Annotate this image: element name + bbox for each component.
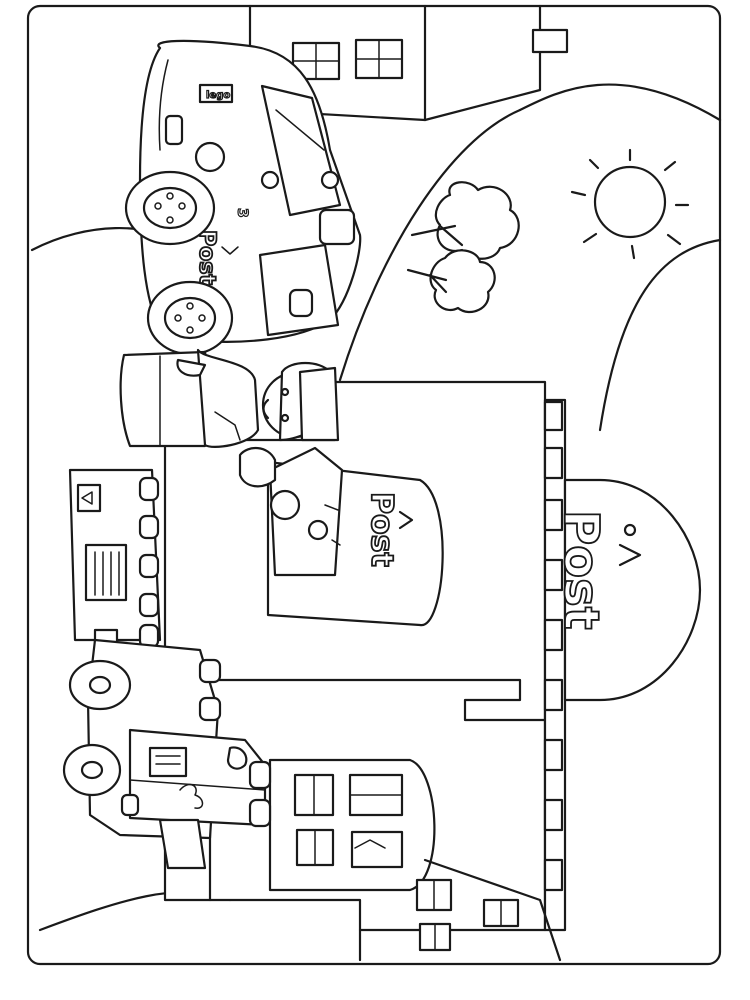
window-top-right: [354, 38, 404, 80]
tower-window-3: [295, 828, 335, 867]
counter-post-sign-text: Post: [364, 492, 399, 567]
truck-studs-top: [138, 476, 160, 649]
car-logo-text: lego: [206, 90, 230, 101]
hill-line-3: [598, 238, 722, 432]
tower-window-1: [293, 773, 335, 817]
truck-wheel-front: [62, 743, 122, 797]
sun: [570, 148, 690, 260]
post-car: lego 3 Post: [124, 39, 362, 356]
building-post-sign-text: Post: [553, 510, 609, 630]
tree-lower: [406, 249, 496, 314]
car-number: 3: [234, 208, 250, 218]
hill-line-2: [518, 83, 722, 122]
postman: [119, 348, 340, 488]
car-wheel-rear: [146, 280, 234, 356]
building-tower: [268, 758, 436, 892]
mail-truck: [62, 468, 272, 870]
car-wheel-front: [124, 170, 216, 246]
tower-mail-slot: [350, 830, 404, 869]
background-building-bottom: [358, 858, 562, 962]
tree-upper: [410, 181, 520, 260]
building-post-sign: Post: [552, 478, 702, 702]
truck-wheel-rear: [68, 659, 132, 711]
truck-parcel-stack: [120, 728, 272, 828]
tower-window-2: [348, 773, 404, 817]
car-door-post-sign: Post: [194, 230, 219, 285]
scene-group: lego 3 Post: [30, 4, 722, 962]
page-border: [26, 4, 722, 966]
post-counter: Post: [266, 446, 444, 627]
hill-line-1: [338, 108, 522, 382]
